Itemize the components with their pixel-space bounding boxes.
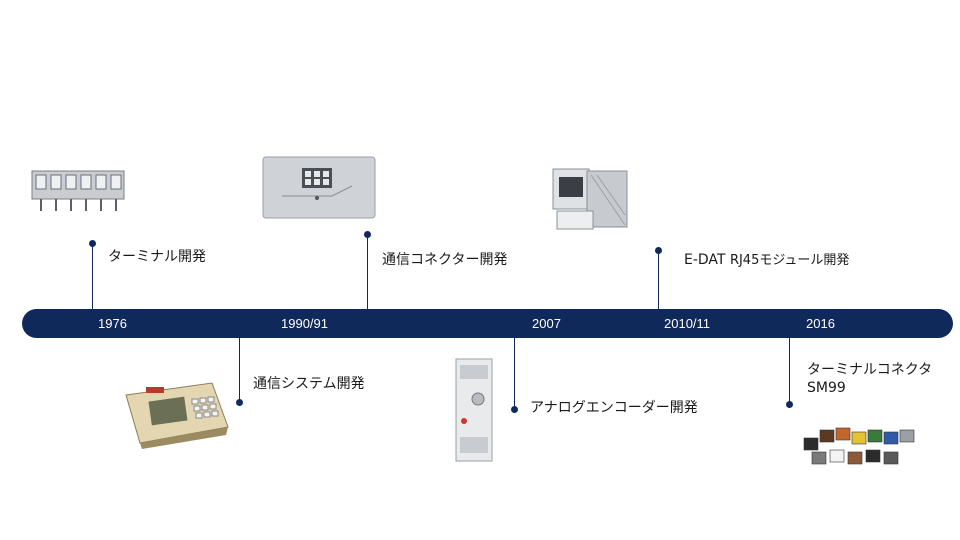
stem-analog-encoder xyxy=(514,337,515,410)
milestone-label-terminal: ターミナル開発 xyxy=(108,249,206,265)
milestone-label-edat-rest: RJ45モジュール開発 xyxy=(729,253,850,268)
year-label-2016: 2016 xyxy=(806,316,835,331)
analog-encoder-module-image xyxy=(455,358,493,462)
edat-rj45-module-image xyxy=(552,168,628,230)
milestone-label-edat: E-DAT RJ45モジュール開発 xyxy=(684,251,849,270)
milestone-dot-comm-connector xyxy=(364,231,371,238)
milestone-label-comm-system: 通信システム開発 xyxy=(253,376,365,392)
year-label-1976: 1976 xyxy=(98,316,127,331)
milestone-label-terminal-connector-line1: ターミナルコネクタ xyxy=(807,362,933,378)
stem-terminal-connector xyxy=(789,337,790,405)
comm-connector-panel-image xyxy=(262,156,376,219)
year-label-1990-91: 1990/91 xyxy=(281,316,328,331)
milestone-label-terminal-connector-line2: SM99 xyxy=(807,380,846,396)
stem-comm-connector xyxy=(367,235,368,310)
comm-system-device-image xyxy=(125,382,229,449)
stem-1976 xyxy=(92,244,93,310)
milestone-dot-terminal-connector xyxy=(786,401,793,408)
milestone-dot-terminal xyxy=(89,240,96,247)
milestone-dot-analog-encoder xyxy=(511,406,518,413)
stem-edat xyxy=(658,251,659,310)
stem-comm-system xyxy=(239,337,240,403)
milestone-label-terminal-connector: ターミナルコネクタ SM99 xyxy=(807,361,932,397)
milestone-dot-comm-system xyxy=(236,399,243,406)
terminal-block-image xyxy=(31,170,125,211)
milestone-label-analog-encoder: アナログエンコーダー開発 xyxy=(530,400,698,416)
year-label-2007: 2007 xyxy=(532,316,561,331)
milestone-dot-edat xyxy=(655,247,662,254)
milestone-label-comm-connector: 通信コネクター開発 xyxy=(382,252,508,268)
milestone-label-edat-main: E-DAT xyxy=(684,252,726,268)
sm99-connector-set-image xyxy=(803,427,915,465)
year-label-2010-11: 2010/11 xyxy=(664,316,711,331)
timeline-bar xyxy=(22,309,953,338)
